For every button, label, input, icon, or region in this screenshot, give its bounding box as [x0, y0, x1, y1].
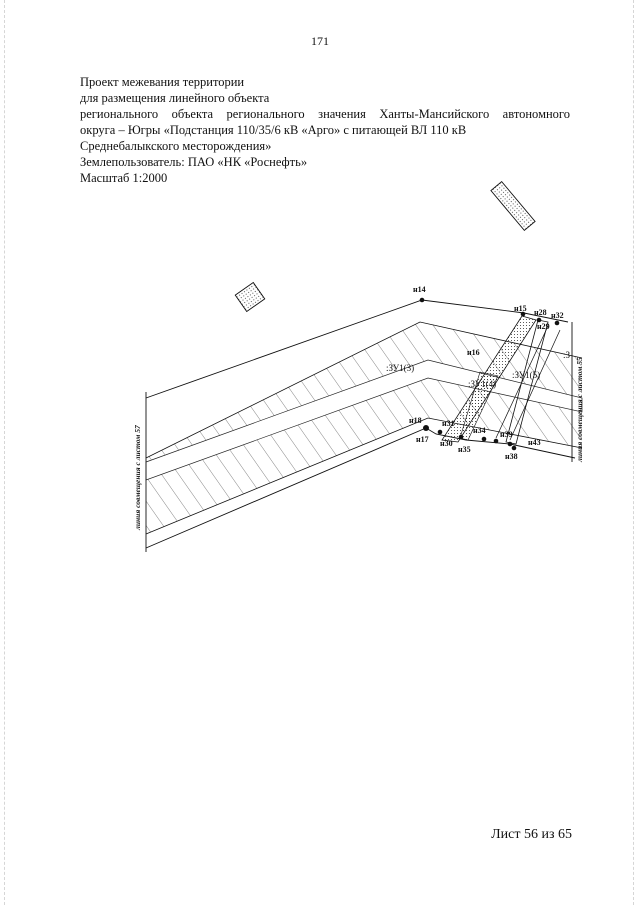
boundary-outer-top [145, 299, 569, 399]
label-n39: н39 [500, 430, 513, 439]
label-n29: н29 [537, 322, 550, 331]
header-line-1: Проект межевания территории [80, 75, 245, 89]
match-label-right: линия совмещения с листом 55 [575, 357, 584, 463]
document-header: Проект межевания территории для размещен… [80, 74, 570, 186]
point-n30 [458, 434, 464, 440]
point-n18 [423, 425, 429, 431]
sheet-counter: Лист 56 из 65 [491, 827, 572, 842]
label-n28: н28 [534, 308, 547, 317]
point-n31 [437, 429, 443, 435]
parcel-label-zu5: :ЗУ1(5) [512, 370, 540, 380]
isolated-parcel-top-right [490, 180, 536, 232]
header-line-2: для размещения линейного объекта [80, 91, 270, 105]
label-n14: н14 [413, 285, 426, 294]
label-n34: н34 [473, 426, 486, 435]
hatched-zone [146, 322, 582, 534]
header-line-3: регионального объекта регионального знач… [80, 107, 570, 121]
parcel-strip-right [505, 319, 549, 445]
header-line-4: округа – Югры «Подстанция 110/35/6 кВ «А… [80, 123, 467, 137]
point-n39 [493, 438, 499, 444]
isolated-parcel-left [234, 281, 266, 313]
parcel-label-cut: :З [563, 350, 571, 360]
parcel-label-zu4: :ЗУ1(4) [468, 379, 496, 389]
label-n30: н30 [440, 439, 453, 448]
parcel-label-zu3: :ЗУ1(3) [386, 363, 414, 373]
boundary-line-3 [145, 417, 583, 535]
map-scale: Масштаб 1:2000 [80, 171, 168, 185]
land-user: Землепользователь: ПАО «НК «Роснефть» [80, 155, 308, 169]
point-n15 [520, 311, 526, 317]
label-n32: н32 [551, 311, 564, 320]
match-label-left: линия совмещения с листом 57 [133, 425, 142, 531]
label-n38: н38 [505, 452, 518, 461]
strip-divider [495, 325, 549, 439]
label-n35: н35 [458, 445, 471, 454]
parcel-strip-mid [459, 371, 499, 441]
label-n43: н43 [528, 438, 541, 447]
label-n16: н16 [467, 348, 480, 357]
scan-edge-right [633, 0, 634, 905]
point-n28 [536, 317, 542, 323]
label-n15: н15 [514, 304, 527, 313]
header-line-5: Среднебалыкского месторождения» [80, 139, 272, 153]
label-n18: н18 [409, 416, 422, 425]
label-n17: н17 [416, 435, 429, 444]
point-n32 [554, 320, 560, 326]
strip-divider-2 [509, 329, 561, 441]
point-n14 [419, 297, 425, 303]
boundary-line-2 [145, 321, 583, 459]
point-n43 [507, 441, 513, 447]
page-number: 171 [311, 34, 329, 48]
label-n31: н31 [442, 419, 455, 428]
scan-edge-left [4, 0, 5, 905]
point-n38 [511, 445, 517, 451]
point-n34 [481, 436, 487, 442]
